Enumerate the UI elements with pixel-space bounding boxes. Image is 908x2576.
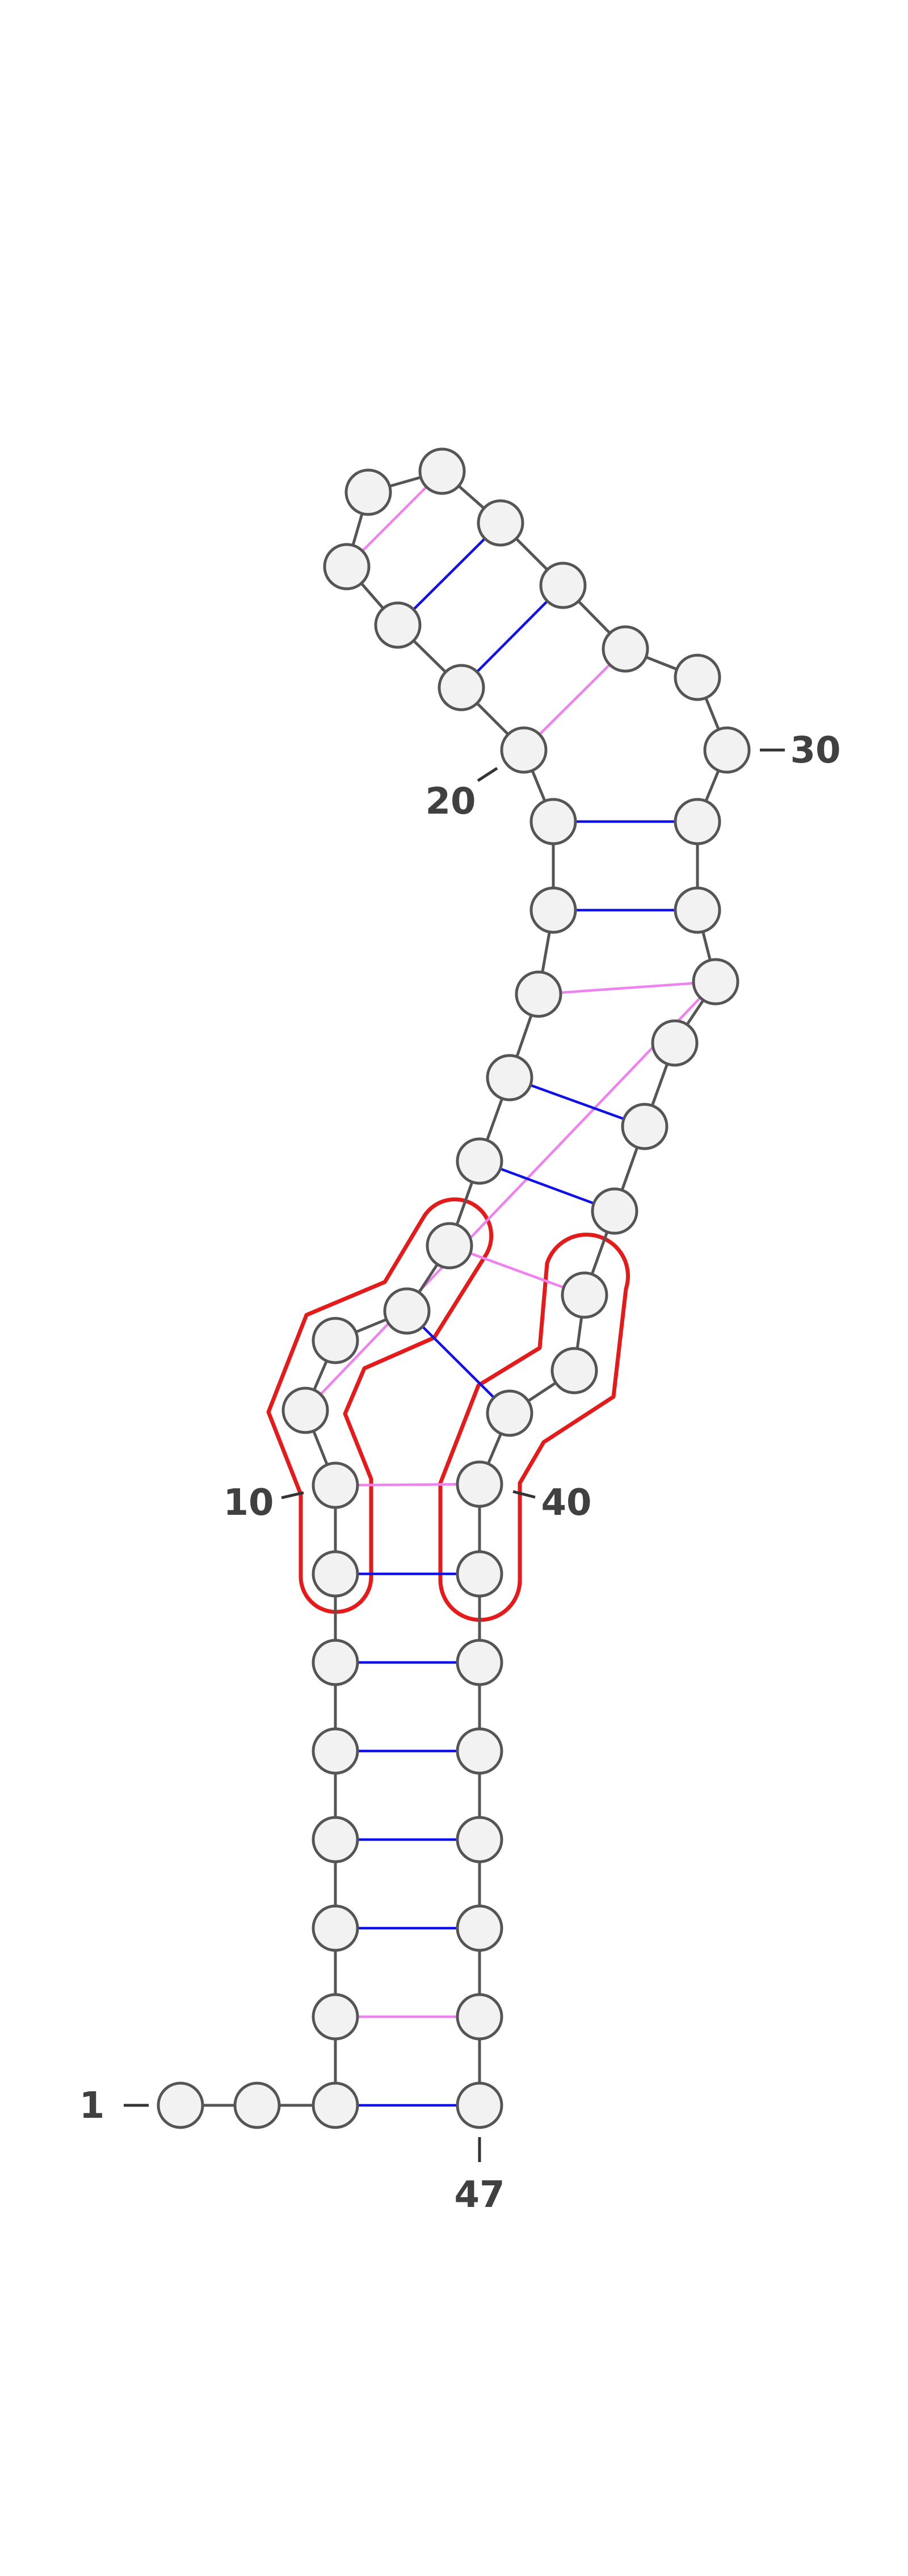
backbone (180, 470, 729, 2107)
nucleotide-43 (456, 1727, 503, 1775)
highlight-region-right (438, 1232, 630, 1622)
label-10-tick (281, 1491, 304, 1499)
nucleotide-9 (312, 1550, 359, 1598)
nucleotide-36 (591, 1187, 638, 1235)
nucleotide-2 (233, 2081, 281, 2129)
nucleotide-16 (486, 1054, 533, 1101)
nucleotide-15 (456, 1137, 503, 1185)
position-labels: 1 10 20 30 40 47 (79, 730, 841, 2216)
nucleotide-29 (674, 654, 721, 701)
nucleotide-5 (312, 1904, 359, 1952)
nucleotide-3 (312, 2081, 359, 2129)
label-20: 20 (425, 781, 476, 823)
nucleotide-33 (692, 958, 739, 1006)
nucleotide-6 (312, 1816, 359, 1863)
base-pair-22-26 (397, 522, 502, 626)
base-pair-14-37 (449, 1244, 585, 1297)
nucleotide-42 (456, 1639, 503, 1686)
nucleotide-34 (651, 1019, 699, 1067)
base-pair-16-35 (509, 1076, 645, 1128)
nucleotide-11 (281, 1387, 329, 1434)
base-pair-21-27 (460, 584, 564, 689)
highlight-regions (266, 1197, 630, 1622)
nucleotide-1 (157, 2081, 204, 2129)
nucleotide-40 (456, 1460, 503, 1508)
base-pair-15-36 (479, 1159, 615, 1213)
nucleotide-8 (312, 1639, 359, 1686)
nucleotide-18 (529, 886, 577, 934)
highlight-region-left (266, 1197, 494, 1614)
base-pair-13-39 (406, 1310, 511, 1414)
nucleotide-41 (456, 1550, 503, 1598)
nucleotide-45 (456, 1904, 503, 1952)
base-pair-10-40 (335, 1482, 480, 1487)
nucleotide-37 (561, 1271, 608, 1319)
nucleotide-13 (383, 1287, 431, 1335)
nucleotide-38 (550, 1347, 598, 1394)
nucleotide-46 (456, 1993, 503, 2041)
nucleotide-28 (602, 625, 649, 673)
nucleotide-35 (621, 1103, 669, 1150)
nucleotide-26 (477, 499, 524, 547)
label-10: 10 (223, 1482, 274, 1524)
nucleotide-20 (500, 726, 548, 774)
nucleotide-47 (456, 2081, 503, 2129)
nucleotide-44 (456, 1816, 503, 1863)
nucleotide-10 (312, 1461, 359, 1509)
nucleotide-32 (674, 886, 721, 934)
base-pair-20-28 (523, 648, 627, 751)
nucleotide-30 (703, 726, 751, 774)
nucleotide-24 (344, 468, 392, 516)
label-40-tick (512, 1490, 536, 1499)
nucleotide-27 (539, 562, 587, 609)
nucleotide-14 (426, 1222, 473, 1270)
nucleotide-nodes (157, 447, 751, 2129)
nucleotide-22 (374, 601, 422, 649)
base-pair-11-33 (304, 981, 717, 1411)
nucleotide-39 (486, 1389, 533, 1437)
label-30: 30 (790, 730, 840, 772)
nucleotide-12 (312, 1317, 359, 1364)
base-pair-17-33 (538, 980, 716, 996)
nucleotide-4 (312, 1993, 359, 2041)
nucleotide-7 (312, 1727, 359, 1775)
nucleotide-19 (529, 798, 577, 845)
label-47: 47 (454, 2174, 505, 2216)
label-1: 1 (79, 2085, 105, 2127)
nucleotide-21 (438, 664, 485, 711)
nucleotide-23 (323, 543, 371, 590)
nucleotide-25 (418, 447, 466, 495)
nucleotide-31 (674, 798, 721, 845)
label-20-tick (477, 766, 498, 782)
nucleotide-17 (515, 970, 562, 1018)
label-40: 40 (541, 1482, 591, 1524)
